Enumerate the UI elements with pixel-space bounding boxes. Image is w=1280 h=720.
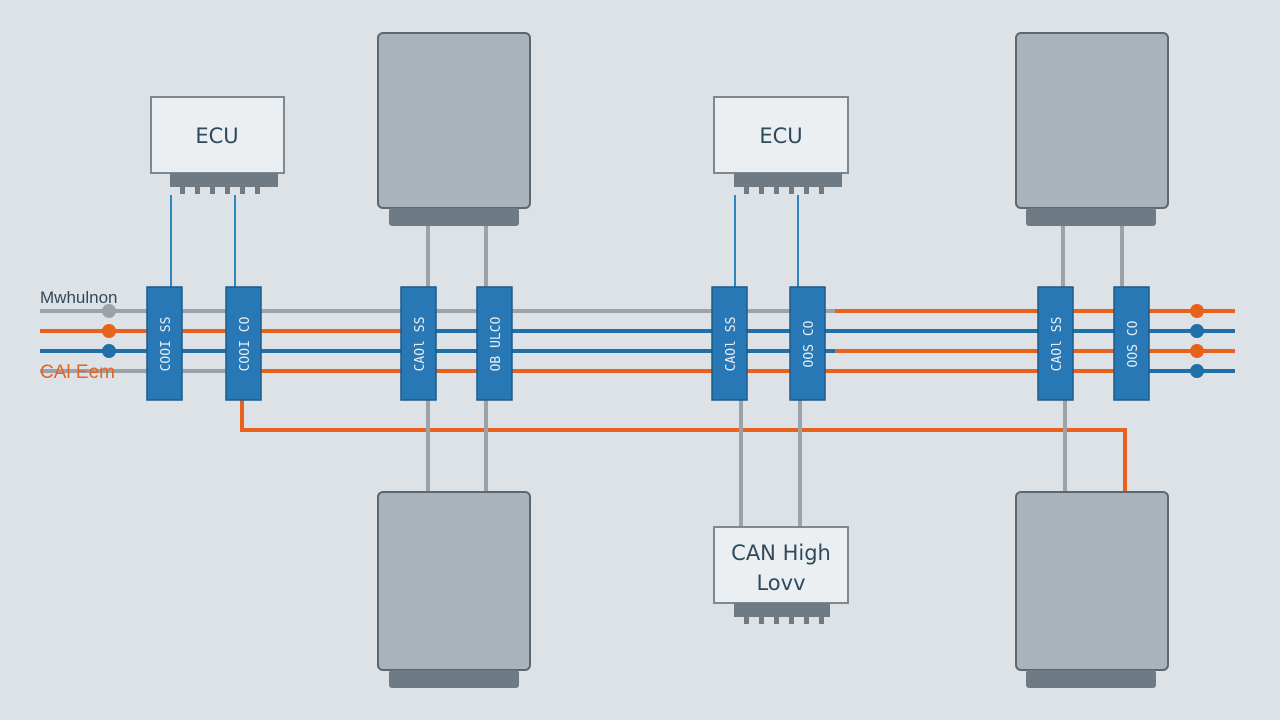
connector-label: OOS CO xyxy=(1126,320,1141,367)
connector-4: OB ULCO xyxy=(476,286,513,401)
can-high-box: CAN High Lovv xyxy=(713,526,849,624)
connector-label: OOS CO xyxy=(802,320,817,367)
ecu-center-label: ECU xyxy=(759,124,802,148)
connector-6: OOS CO xyxy=(789,286,826,401)
connector-label: CAOl SS xyxy=(413,317,428,372)
connector-5: CAOl SS xyxy=(711,286,748,401)
module-bottom-center xyxy=(377,491,531,688)
side-label-bottom: CAl Eem xyxy=(40,362,115,383)
orange-dot-icon xyxy=(1190,304,1204,318)
orange-dot-icon xyxy=(1190,344,1204,358)
orange-return-wire xyxy=(240,395,1127,492)
connector-label: OB ULCO xyxy=(489,316,504,371)
right-wire-ends xyxy=(1190,304,1204,378)
blue-dot-icon xyxy=(1190,324,1204,338)
left-wire-ends xyxy=(102,304,116,358)
can-box-line2: Lovv xyxy=(756,571,805,595)
orange-dot-icon xyxy=(102,324,116,338)
connector-label: CAOl SS xyxy=(1050,317,1065,372)
drop-wires xyxy=(170,195,1124,527)
ecu-left: ECU xyxy=(150,96,285,194)
module-top-center xyxy=(377,32,531,226)
ecu-left-label: ECU xyxy=(195,124,238,148)
ecu-center: ECU xyxy=(713,96,849,194)
blue-dot-icon xyxy=(102,344,116,358)
connector-label: COOI CO xyxy=(238,316,253,371)
connectors: COOI SS COOI CO CAOl SS OB ULCO CAOl SS … xyxy=(146,286,1150,401)
side-label-top: Mwhulnon xyxy=(40,288,118,307)
connector-3: CAOl SS xyxy=(400,286,437,401)
can-box-line1: CAN High xyxy=(731,541,831,565)
connector-2: COOI CO xyxy=(225,286,262,401)
blue-dot-icon xyxy=(1190,364,1204,378)
connector-7: CAOl SS xyxy=(1037,286,1074,401)
connector-1: COOI SS xyxy=(146,286,183,401)
connector-label: COOI SS xyxy=(159,317,174,372)
module-bottom-right xyxy=(1015,491,1169,688)
module-top-right xyxy=(1015,32,1169,226)
connector-8: OOS CO xyxy=(1113,286,1150,401)
connector-label: CAOl SS xyxy=(724,317,739,372)
gray-dot-icon xyxy=(102,304,116,318)
